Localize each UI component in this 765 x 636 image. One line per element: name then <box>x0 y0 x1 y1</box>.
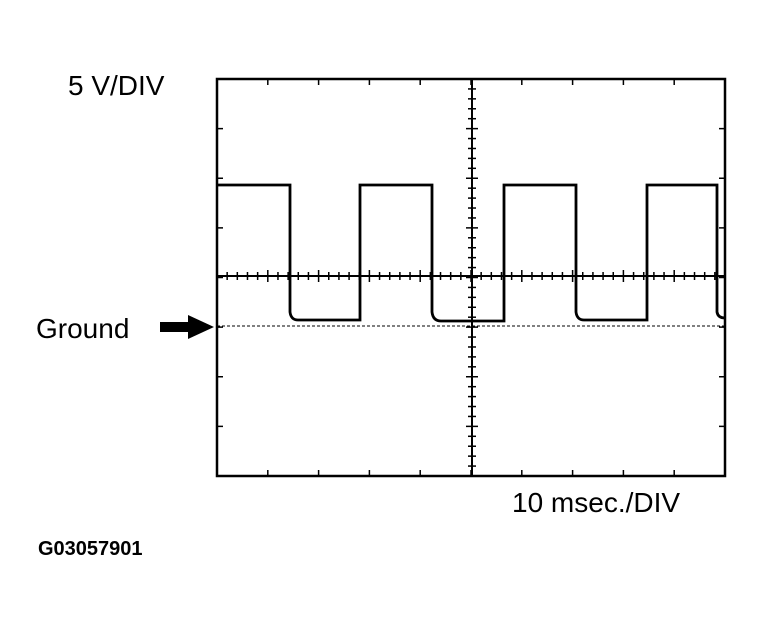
ground-label: Ground <box>36 313 130 344</box>
volts-per-div-label: 5 V/DIV <box>68 70 165 101</box>
ground-arrow-icon <box>160 315 214 339</box>
axis-ticks <box>217 79 725 476</box>
waveform-trace <box>218 183 726 323</box>
time-per-div-label: 10 msec./DIV <box>512 487 681 518</box>
figure-code: G03057901 <box>38 538 143 560</box>
